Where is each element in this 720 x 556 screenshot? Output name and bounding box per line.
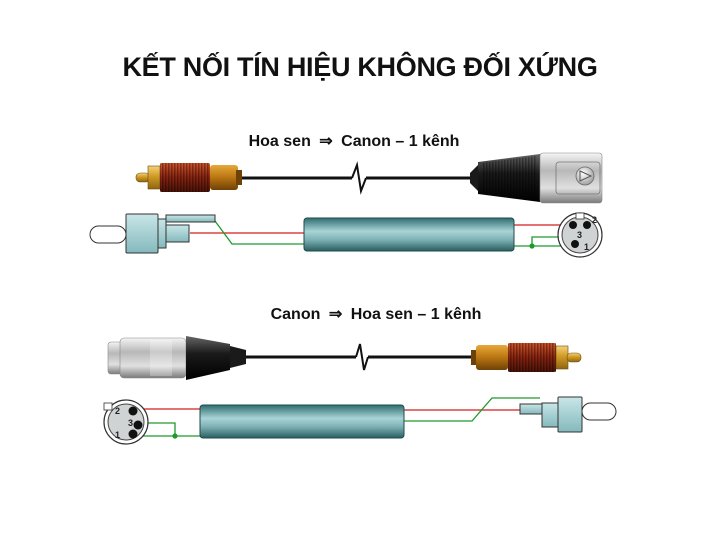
- cable-line: [246, 343, 475, 371]
- section-1-to: Canon – 1 kênh: [341, 133, 460, 150]
- photo-cable-rca-to-xlr: [135, 152, 603, 204]
- page-title: KẾT NỐI TÍN HIỆU KHÔNG ĐỐI XỨNG: [122, 52, 598, 82]
- ground-wire: [140, 397, 540, 439]
- xlr-male-face-icon: 2 3 1: [557, 212, 603, 258]
- signal-wire: [190, 224, 566, 234]
- pin-label-1: 1: [115, 430, 120, 440]
- pin-label-1: 1: [584, 242, 589, 252]
- cable-tube: [199, 404, 405, 439]
- photo-cable-xlr-to-rca: [107, 336, 582, 380]
- section-1-heading: Hoa sen ⇒ Canon – 1 kênh: [0, 131, 714, 151]
- section-2-arrow: ⇒: [328, 306, 343, 323]
- wiring-diagram-rca-to-xlr: 2 3 1: [89, 212, 603, 258]
- wiring-diagram-xlr-to-rca: 2 3 1: [103, 396, 617, 445]
- xlr-female-face-icon: 2 3 1: [103, 399, 149, 445]
- pin-label-3: 3: [128, 418, 133, 428]
- pin-label-3: 3: [577, 230, 582, 240]
- section-1-arrow: ⇒: [319, 133, 333, 150]
- cable-break-icon: [351, 161, 367, 195]
- cable-break-icon: [355, 343, 369, 371]
- section-2-from: Canon: [270, 306, 321, 323]
- section-1-from: Hoa sen: [248, 133, 311, 150]
- cable-line: [238, 161, 472, 195]
- rca-plug-icon: [135, 163, 242, 192]
- cable-tube: [303, 217, 515, 252]
- xlr-female-icon: [107, 336, 246, 380]
- section-2-to: Hoa sen – 1 kênh: [350, 306, 482, 323]
- pin-label-2: 2: [115, 406, 120, 416]
- section-2-heading: Canon ⇒ Hoa sen – 1 kênh: [16, 304, 720, 324]
- rca-plug-drawing: [89, 213, 216, 254]
- pin-label-2: 2: [592, 215, 597, 225]
- xlr-male-icon: [470, 152, 603, 204]
- rca-plug-icon: [471, 343, 582, 372]
- rca-plug-drawing: [519, 396, 617, 433]
